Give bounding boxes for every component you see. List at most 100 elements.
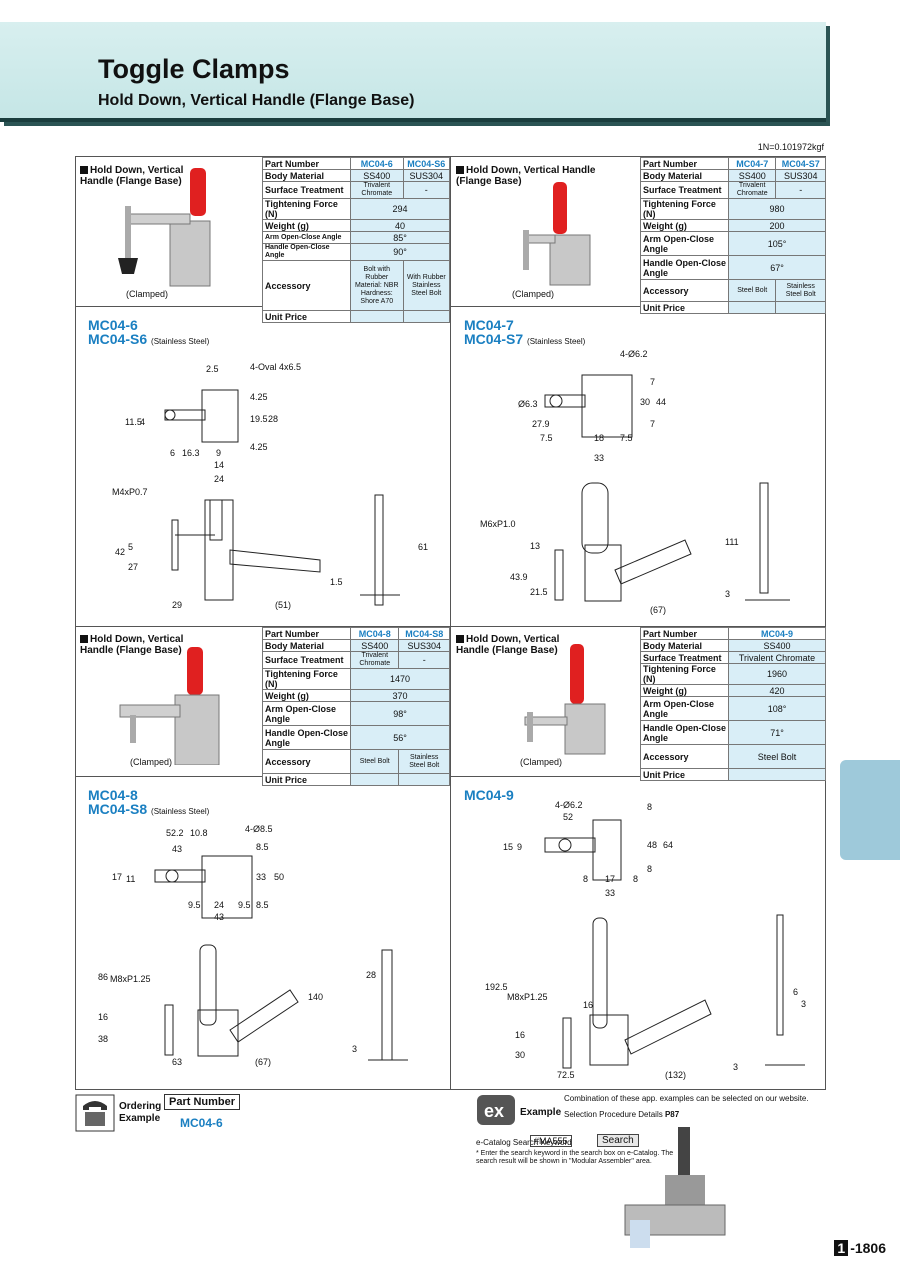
svg-text:16: 16	[98, 1012, 108, 1022]
svg-text:9: 9	[216, 448, 221, 458]
page-header: Toggle Clamps Hold Down, Vertical Handle…	[0, 22, 826, 122]
svg-text:(67): (67)	[255, 1057, 271, 1067]
row-divider	[75, 306, 826, 307]
svg-text:52: 52	[563, 812, 573, 822]
svg-text:4-Ø6.2: 4-Ø6.2	[620, 349, 648, 359]
svg-text:3: 3	[725, 589, 730, 599]
svg-text:86: 86	[98, 972, 108, 982]
svg-text:8: 8	[633, 874, 638, 884]
svg-text:8: 8	[583, 874, 588, 884]
svg-text:52.2: 52.2	[166, 828, 184, 838]
svg-text:11.5: 11.5	[125, 417, 142, 427]
example-label: Example	[520, 1107, 562, 1118]
svg-text:1.5: 1.5	[330, 577, 343, 587]
svg-text:10.8: 10.8	[190, 828, 208, 838]
svg-text:11: 11	[126, 874, 135, 884]
search-keyword-field[interactable]: #MA555	[530, 1135, 572, 1147]
row-divider	[75, 626, 826, 627]
svg-text:(67): (67)	[650, 605, 666, 615]
clamped-note: (Clamped)	[520, 757, 563, 767]
product-photo-a	[118, 168, 211, 287]
svg-text:16: 16	[515, 1030, 525, 1040]
search-button[interactable]: Search	[597, 1134, 639, 1147]
svg-text:50: 50	[274, 872, 284, 882]
svg-text:27.9: 27.9	[532, 419, 550, 429]
svg-text:M6xP1.0: M6xP1.0	[480, 519, 516, 529]
svg-text:16: 16	[583, 1000, 593, 1010]
svg-text:5: 5	[128, 542, 133, 552]
svg-text:4-Ø8.5: 4-Ø8.5	[245, 824, 273, 834]
clamped-note: (Clamped)	[512, 289, 555, 299]
svg-text:6: 6	[793, 987, 798, 997]
block-title-b: Hold Down, Vertical Handle(Flange Base)	[456, 165, 596, 187]
search-note: * Enter the search keyword in the search…	[476, 1150, 674, 1165]
svg-text:9: 9	[517, 842, 522, 852]
svg-text:9.5: 9.5	[238, 900, 251, 910]
svg-text:3: 3	[801, 999, 806, 1009]
svg-text:28: 28	[366, 970, 376, 980]
svg-text:111: 111	[725, 537, 739, 547]
svg-text:18: 18	[594, 433, 604, 443]
svg-text:38: 38	[98, 1034, 108, 1044]
svg-text:30: 30	[640, 397, 650, 407]
svg-text:6: 6	[170, 448, 175, 458]
svg-text:42: 42	[115, 547, 125, 557]
product-photo-d	[524, 644, 606, 755]
svg-text:192.5: 192.5	[485, 982, 508, 992]
svg-text:17: 17	[112, 872, 122, 882]
clamped-note: (Clamped)	[126, 289, 169, 299]
svg-text:M8xP1.25: M8xP1.25	[110, 974, 151, 984]
svg-text:13: 13	[530, 541, 540, 551]
svg-text:33: 33	[256, 872, 266, 882]
selection-procedure: Selection Procedure Details P87	[564, 1110, 680, 1119]
svg-text:8: 8	[647, 802, 652, 812]
clamped-note: (Clamped)	[130, 757, 173, 767]
svg-text:21.5: 21.5	[530, 587, 548, 597]
example-note: Combination of these app. examples can b…	[564, 1094, 809, 1103]
svg-text:17: 17	[605, 874, 615, 884]
rubber-tip-icon	[118, 258, 138, 274]
svg-text:4-Oval 4x6.5: 4-Oval 4x6.5	[250, 362, 301, 372]
svg-text:ex: ex	[484, 1101, 504, 1121]
svg-text:19.5: 19.5	[250, 414, 268, 424]
page-title: Toggle Clamps	[98, 54, 290, 84]
svg-text:44: 44	[656, 397, 666, 407]
product-photo-b	[523, 182, 591, 286]
keyword-label: e-Catalog Search Keyword	[476, 1138, 572, 1147]
svg-text:33: 33	[605, 888, 615, 898]
svg-text:9.5: 9.5	[188, 900, 201, 910]
svg-text:48: 48	[647, 840, 657, 850]
section-tab[interactable]	[840, 760, 900, 860]
svg-text:16.3: 16.3	[182, 448, 200, 458]
svg-text:4.25: 4.25	[250, 442, 268, 452]
ordering-value: MC04-6	[180, 1116, 223, 1130]
svg-text:29: 29	[172, 600, 182, 610]
svg-text:3: 3	[733, 1062, 738, 1072]
model-label: MC04-9	[464, 787, 514, 803]
svg-text:M8xP1.25: M8xP1.25	[507, 992, 548, 1002]
ordering-header: Part Number	[164, 1094, 241, 1110]
svg-text:2.5: 2.5	[206, 364, 219, 374]
svg-text:7: 7	[650, 377, 655, 387]
svg-text:4.25: 4.25	[250, 392, 268, 402]
svg-text:24: 24	[214, 474, 224, 484]
red-handle-icon	[190, 168, 206, 216]
column-divider	[450, 156, 451, 1090]
svg-text:8.5: 8.5	[256, 842, 269, 852]
svg-text:43.9: 43.9	[510, 572, 528, 582]
svg-text:15: 15	[503, 842, 513, 852]
svg-text:28: 28	[268, 414, 278, 424]
svg-text:33: 33	[594, 453, 604, 463]
page-number: 1-1806	[834, 1240, 886, 1256]
red-handle-icon	[570, 644, 584, 704]
svg-text:4-Ø6.2: 4-Ø6.2	[555, 800, 583, 810]
